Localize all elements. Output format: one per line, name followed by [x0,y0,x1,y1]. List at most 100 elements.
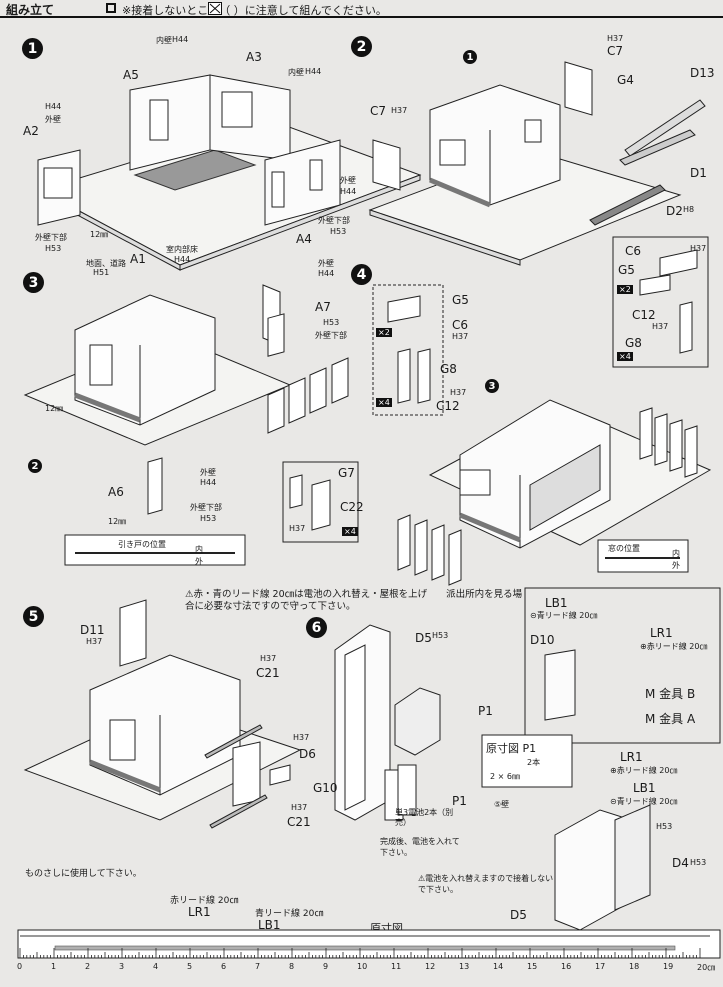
s1-a4: A4 [296,232,312,246]
s1-outer-lower: 外壁下部 [35,233,67,242]
ruler-note: ものさしに使用して下さい。 [25,869,142,879]
s3-h53: H53 [323,318,340,327]
s3-x4: ×4 [342,527,358,536]
s1-outer-lower-r-h: H53 [330,227,347,236]
s6-battery: 単3電池2本（別売） [395,808,454,827]
no-glue-icon [208,2,222,15]
s6-after: 完成後、電池を入れて下さい。 [380,837,460,857]
ruler-lr1: LR1 [188,905,211,919]
s1-floor: 室内部床 [166,245,198,254]
s6-h53: H53 [656,822,673,831]
s1-12mm: 12㎜ [90,230,109,239]
ruler-tick-label: 13 [459,962,470,971]
ruler-tick-label: 18 [629,962,640,971]
s5-h37b: H37 [293,733,310,742]
s4-g8: G8 [440,362,457,376]
s6-lb1: LB1 [545,596,568,610]
ruler-scale [17,929,721,959]
s5-c21: C21 [256,666,280,680]
s6-lb1b-note: ⊝青リード線 20㎝ [610,797,678,806]
s3-door-pos: 引き戸の位置 [118,540,166,549]
s6-d4-h: H53 [690,858,707,867]
s4-g8r: G8 [625,336,642,350]
ruler-red-lead: 赤リード線 20㎝ [170,896,239,906]
s1-outer-wall-r: 外壁 [340,176,356,185]
s5-c21b-h: H37 [291,803,308,812]
s3-outer-wall2-h: H44 [200,478,217,487]
step-number-1: 1 [22,38,43,59]
header-rule [0,3,723,18]
s2-g4: G4 [617,73,634,87]
s2-c7b: C7 [370,104,387,118]
s2-h37a: H37 [607,34,624,43]
step-number-6: 6 [306,617,327,638]
s1-inner-wall-h: H44 [172,35,189,44]
s3-a7: A7 [315,300,331,314]
step-number-4: 4 [351,264,372,285]
s4-h37b: H37 [450,388,467,397]
step-number-3: 3 [23,272,44,293]
s6-wall: ⑤壁 [494,800,510,809]
s1-a1: A1 [130,252,146,266]
s6-d5-h: H53 [432,631,449,640]
s5-d11-h: H37 [86,637,103,646]
header-bar: 組み立て ※接着しないところ（ ）に注意して組んでください。 [0,0,723,18]
s4-x2r: ×2 [617,285,633,294]
s1-inner-wall2-h: H44 [305,67,322,76]
s4-in: 内 [672,549,680,558]
ruler-tick-label: 16 [561,962,572,971]
step-number-5: 5 [23,606,44,627]
s6-battery-note: ⚠電池を入れ替えますので接着しないで下さい。 [418,874,554,894]
s4-x4: ×4 [376,398,392,407]
ruler-tick-label: 5 [187,962,193,971]
s4-x4r: ×4 [617,352,633,361]
ruler-tick-label: 14 [493,962,504,971]
s1-floor-h: H44 [174,255,191,264]
ruler-tick-label: 7 [255,962,261,971]
step-number-2: 2 [351,36,372,57]
s4-c6: C6 [452,318,469,332]
s1-ground-h: H51 [93,268,110,277]
s4-g5r: G5 [618,263,635,277]
s2-step1-ref: 1 [463,50,477,64]
s5-c21b: C21 [287,815,311,829]
s6-p1: P1 [478,704,493,718]
s6-d4: D4 [672,856,689,870]
ruler-tick-label: 1 [51,962,57,971]
s6-lb1b: LB1 [633,781,656,795]
s3-c22: C22 [340,500,364,514]
s1-outer-wall: 外壁 [45,115,61,124]
s4-out: 外 [672,561,680,570]
ruler-tick-label: 11 [391,962,402,971]
s4-step3-ref: 3 [485,379,499,393]
s4-h37a: H37 [452,332,469,341]
s5-d11: D11 [80,623,105,637]
s1-inner-wall: 内壁 [156,36,172,45]
s1-a3: A3 [246,50,262,64]
s6-p1b: P1 [452,794,467,808]
lead-wire-warning: ⚠赤・青のリード線 20㎝は電池の入れ替え・屋根を上げ 派出所内を見る場合に必要… [185,589,523,612]
s3-h37: H37 [289,524,306,533]
s2-d2-h: H8 [683,205,695,214]
s5-g10: G10 [313,781,338,795]
s4-h37r2: H37 [652,322,669,331]
ruler-tick-label: 2 [85,962,91,971]
s3-12mm-b: 12㎜ [108,517,127,526]
s4-win-pos: 窓の位置 [608,544,640,553]
s4-g5: G5 [452,293,469,307]
ruler-tick-label: 19 [663,962,674,971]
s3-outer-wall: 外壁 [318,259,334,268]
s6-lr1: LR1 [650,626,673,640]
ruler-tick-label: 20㎝ [697,963,716,972]
s6-m-b: M 金具 B [645,687,696,701]
ruler-tick-label: 0 [17,962,23,971]
ruler-tick-label: 12 [425,962,436,971]
s6-d5: D5 [415,631,432,645]
s2-h37b: H37 [391,106,408,115]
s4-x2: ×2 [376,328,392,337]
s3-outer-wall-h: H44 [318,269,335,278]
s6-size: 2 × 6㎜ [490,772,520,781]
s1-a2: A2 [23,124,39,138]
s2-d2: D2 [666,204,683,218]
